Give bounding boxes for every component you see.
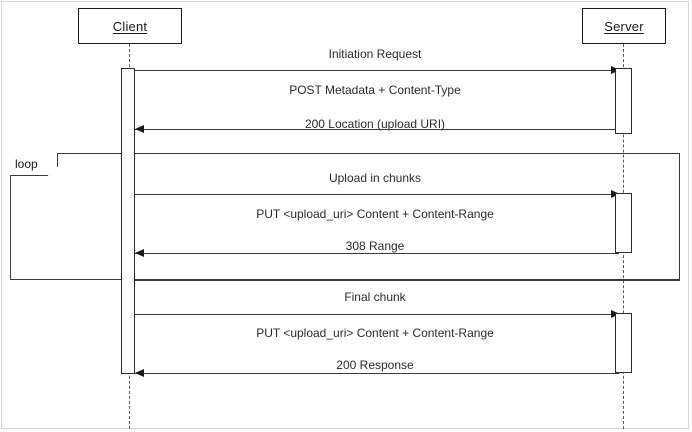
group-rule-upload-chunks-bottom — [135, 280, 680, 281]
participant-client[interactable]: Client — [78, 8, 182, 44]
message-label-308-range: 308 Range — [345, 239, 405, 253]
activation-server-final-chunk — [615, 313, 632, 373]
arrowhead-308-range — [135, 249, 144, 257]
group-caption-upload-chunks: Upload in chunks — [328, 171, 422, 185]
message-label-200-response: 200 Response — [336, 358, 414, 372]
fragment-loop-tab — [10, 153, 58, 176]
message-label-put-chunk: PUT <upload_uri> Content + Content-Range — [256, 207, 494, 221]
message-label-post-metadata: POST Metadata + Content-Type — [289, 83, 461, 97]
participant-server[interactable]: Server — [582, 8, 666, 44]
message-label-put-final: PUT <upload_uri> Content + Content-Range — [256, 326, 494, 340]
participant-client-label: Client — [112, 18, 148, 34]
activation-client — [121, 68, 135, 374]
arrowhead-200-response — [135, 369, 144, 377]
group-rule-initiation-bottom — [135, 153, 680, 154]
message-line-308-range — [135, 253, 619, 254]
participant-server-label: Server — [604, 18, 644, 34]
arrowhead-200-location — [135, 125, 144, 133]
message-line-200-location — [135, 129, 619, 130]
group-caption-final-chunk: Final chunk — [344, 290, 406, 304]
activation-server-initiation — [615, 68, 632, 134]
activation-server-upload-chunks — [615, 193, 632, 253]
message-line-put-chunk — [135, 194, 619, 195]
message-line-put-final — [135, 314, 619, 315]
message-label-200-location: 200 Location (upload URI) — [304, 117, 446, 131]
fragment-loop-operator: loop — [15, 157, 38, 171]
group-caption-initiation: Initiation Request — [328, 47, 422, 61]
message-line-200-response — [135, 373, 619, 374]
message-line-post-metadata — [135, 70, 619, 71]
